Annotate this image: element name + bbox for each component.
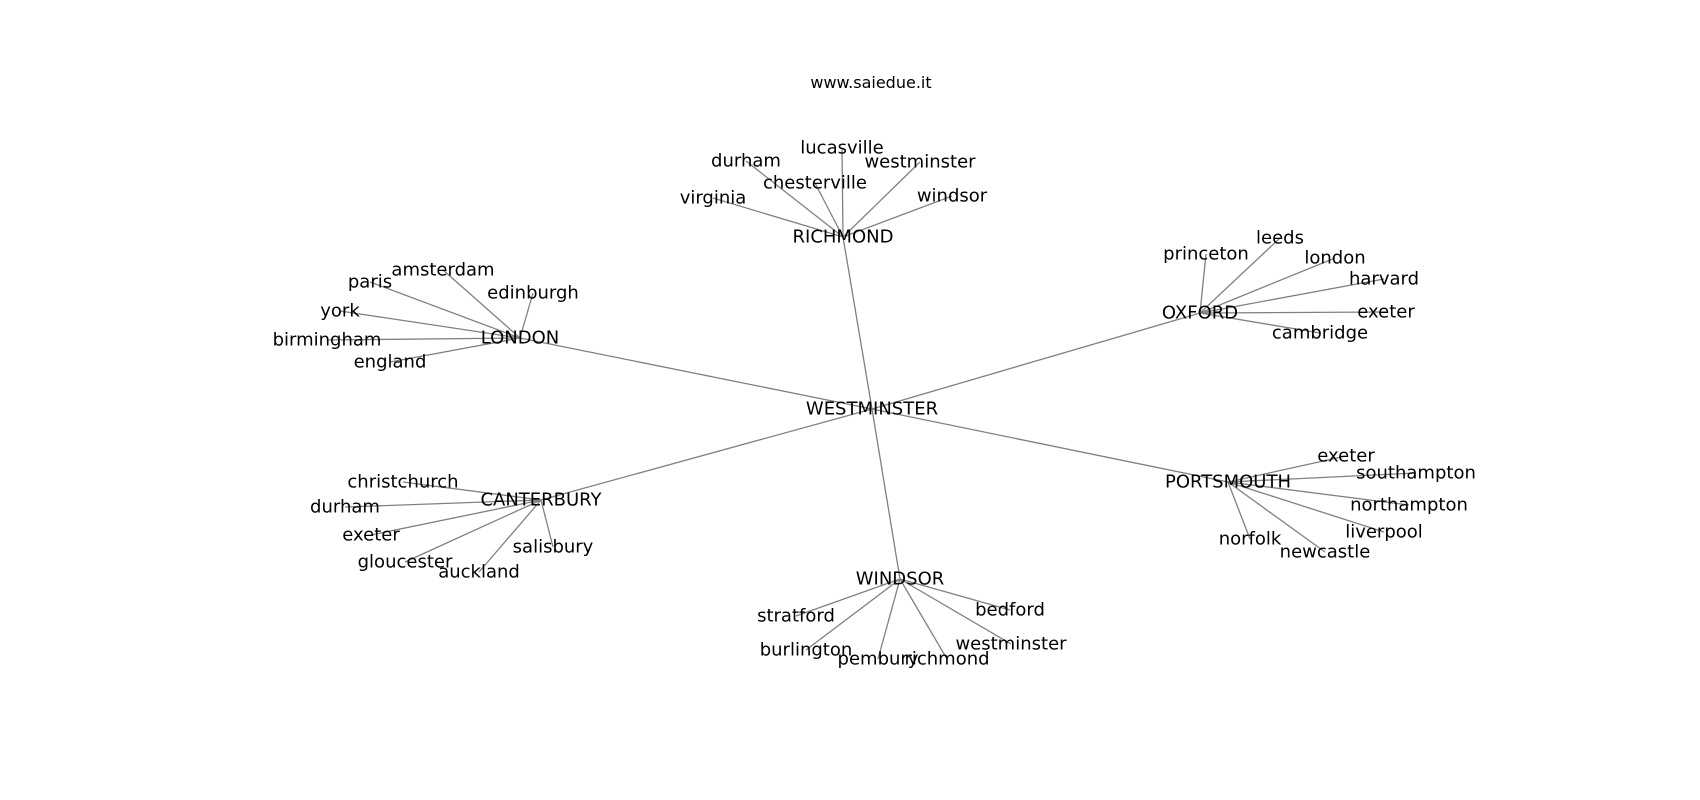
edge-hub-leaf — [1227, 481, 1326, 553]
hub-node-label: OXFORD — [1162, 303, 1238, 324]
leaf-node-label: london — [1304, 248, 1365, 269]
edge-hub-leaf — [1227, 481, 1251, 540]
leaf-node-label: pembury — [838, 649, 919, 670]
leaf-node-label: bedford — [975, 600, 1045, 621]
leaf-node-label: virginia — [680, 188, 747, 209]
leaf-node-label: burlington — [760, 640, 853, 661]
edge-root-hub — [842, 236, 873, 410]
leaf-node-label: durham — [711, 151, 781, 172]
leaf-node-label: paris — [348, 272, 392, 293]
edge-hub-leaf — [339, 310, 521, 339]
edge-hub-leaf — [344, 499, 542, 508]
edge-hub-leaf — [899, 578, 1011, 611]
edge-root-hub — [519, 337, 873, 410]
edge-hub-leaf — [1199, 312, 1321, 334]
leaf-node-label: england — [354, 352, 427, 373]
leaf-node-label: lucasville — [800, 138, 883, 159]
edge-hub-leaf — [842, 161, 921, 238]
leaf-node-label: northampton — [1350, 495, 1468, 516]
leaf-node-label: exeter — [1357, 302, 1415, 323]
leaf-node-label: newcastle — [1280, 542, 1371, 563]
hub-node-label: WINDSOR — [856, 569, 945, 590]
edge-hub-leaf — [795, 578, 901, 617]
edge-hub-leaf — [842, 195, 953, 238]
edge-hub-leaf — [814, 182, 844, 238]
edge-root-hub — [540, 408, 873, 501]
leaf-node-label: exeter — [1317, 446, 1375, 467]
edge-hub-leaf — [402, 481, 542, 501]
edge-hub-leaf — [442, 269, 521, 339]
leaf-node-label: durham — [310, 497, 380, 518]
edge-hub-leaf — [1199, 253, 1207, 314]
edge-hub-leaf — [1227, 481, 1385, 533]
edge-hub-leaf — [389, 337, 521, 363]
leaf-node-label: edinburgh — [487, 283, 579, 304]
label-layer: WESTMINSTERRICHMONDvirginiadurhamchester… — [273, 138, 1476, 670]
edge-hub-leaf — [404, 499, 542, 563]
leaf-node-label: princeton — [1163, 244, 1249, 265]
hub-node-label: RICHMOND — [793, 227, 894, 248]
edge-hub-leaf — [370, 499, 542, 536]
edge-hub-leaf — [1227, 472, 1417, 483]
leaf-node-label: amsterdam — [391, 260, 494, 281]
edge-hub-leaf — [1227, 481, 1410, 506]
leaf-node-label: birmingham — [273, 330, 382, 351]
hub-node-label: PORTSMOUTH — [1165, 472, 1291, 493]
root-node-label: WESTMINSTER — [806, 399, 938, 420]
edge-hub-leaf — [1199, 257, 1336, 314]
edge-hub-leaf — [899, 578, 1012, 645]
leaf-node-label: christchurch — [347, 472, 458, 493]
edge-hub-leaf — [712, 197, 844, 238]
edge-root-hub — [871, 408, 1229, 483]
leaf-node-label: chesterville — [763, 173, 867, 194]
edge-hub-leaf — [1199, 311, 1387, 314]
edge-hub-leaf — [745, 160, 844, 238]
leaf-node-label: windsor — [917, 186, 988, 207]
leaf-node-label: leeds — [1256, 228, 1304, 249]
leaf-node-label: stratford — [757, 606, 835, 627]
leaf-node-label: norfolk — [1219, 529, 1282, 550]
leaf-node-label: gloucester — [358, 552, 453, 573]
leaf-node-label: auckland — [438, 562, 520, 583]
edge-hub-leaf — [540, 499, 554, 548]
edge-hub-leaf — [841, 147, 844, 238]
edge-hub-leaf — [805, 578, 901, 651]
edge-hub-leaf — [519, 292, 534, 339]
edge-hub-leaf — [1199, 278, 1385, 314]
leaf-node-label: salisbury — [513, 537, 594, 558]
leaf-node-label: harvard — [1349, 269, 1419, 290]
hub-node-label: LONDON — [481, 328, 560, 349]
edge-hub-leaf — [899, 578, 948, 660]
edge-layer — [326, 147, 1417, 660]
hub-node-label: CANTERBURY — [480, 490, 602, 511]
leaf-node-label: liverpool — [1345, 522, 1423, 543]
leaf-node-label: westminster — [955, 634, 1067, 655]
edge-hub-leaf — [326, 337, 521, 341]
edge-root-hub — [871, 312, 1201, 410]
leaf-node-label: southampton — [1356, 463, 1476, 484]
edge-hub-leaf — [1199, 237, 1281, 314]
leaf-node-label: york — [320, 301, 360, 322]
site-watermark: www.saiedue.it — [810, 73, 931, 92]
leaf-node-label: exeter — [342, 525, 400, 546]
edge-hub-leaf — [369, 281, 521, 339]
leaf-node-label: cambridge — [1272, 323, 1368, 344]
edge-root-hub — [871, 408, 901, 580]
leaf-node-label: richmond — [904, 649, 989, 670]
edge-hub-leaf — [478, 499, 542, 573]
edge-hub-leaf — [877, 578, 901, 660]
edge-hub-leaf — [1227, 455, 1347, 483]
leaf-node-label: westminster — [864, 152, 976, 173]
